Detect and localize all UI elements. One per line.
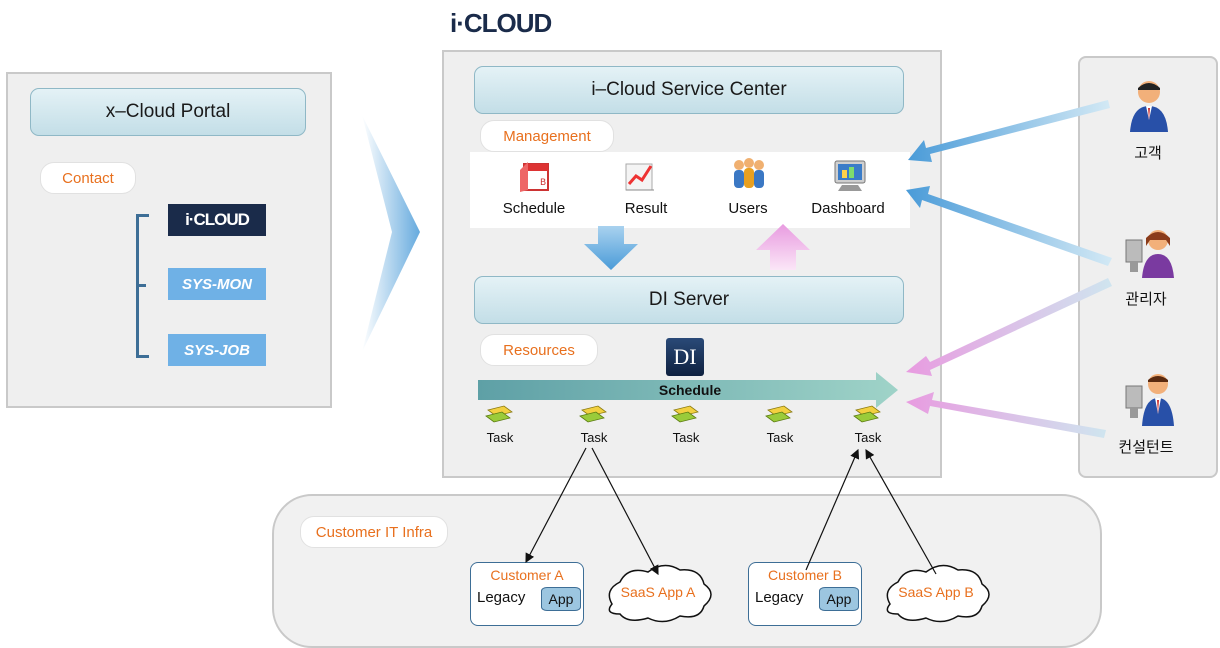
task-label: Task: [486, 430, 514, 445]
customer-b-box[interactable]: Customer B Legacy App: [748, 562, 862, 626]
consultant-to-schedule-arrow: [906, 392, 1106, 438]
module-result-label: Result: [624, 200, 668, 217]
task-label: Task: [580, 430, 608, 445]
customer-a-app-icon: App: [541, 587, 581, 611]
admin-to-center-arrow: [906, 186, 1112, 266]
saas-b-to-task5: [865, 448, 937, 575]
schedule-arrow: [478, 372, 898, 408]
customer-b-legacy: Legacy: [755, 589, 804, 606]
actor-arrows: [906, 100, 1112, 438]
task-label: Task: [854, 430, 882, 445]
infra-label: Customer IT Infra: [300, 516, 448, 548]
customer-a-box[interactable]: Customer A Legacy App: [470, 562, 584, 626]
customer-b-name: Customer B: [768, 567, 842, 583]
up-arrow: [756, 224, 810, 270]
service-center-title: i–Cloud Service Center: [474, 66, 904, 114]
portal-title: x–Cloud Portal: [30, 88, 306, 136]
saas-a-cloud-icon: [608, 564, 712, 623]
calendar-icon[interactable]: B: [518, 160, 550, 194]
saas-a-label: SaaS App A: [620, 584, 696, 600]
portal-to-center-chevron: [362, 115, 420, 352]
customer-b-app-icon: App: [819, 587, 859, 611]
monitor-icon[interactable]: [832, 158, 868, 194]
portal-item-icloud[interactable]: i·CLOUD: [168, 204, 266, 236]
di-logo-text: DI: [673, 344, 697, 369]
resources-pill[interactable]: Resources: [480, 334, 598, 366]
down-arrow: [584, 226, 638, 270]
saas-b-label: SaaS App B: [898, 584, 974, 600]
schedule-bar-graphic: [478, 372, 898, 408]
contact-pill[interactable]: Contact: [40, 162, 136, 194]
task-icon[interactable]: [578, 404, 608, 424]
brand-logo-text: i·CLOUD: [450, 8, 552, 38]
admin-person-icon: [1124, 226, 1178, 278]
portal-item-sysjob[interactable]: SYS-JOB: [168, 334, 266, 366]
customer-person-icon: [1126, 78, 1172, 134]
schedule-bar-label: Schedule: [658, 382, 722, 398]
task-icon[interactable]: [670, 404, 700, 424]
saas-clouds: [608, 564, 990, 623]
connector-graphics: [362, 115, 420, 352]
svg-text:B: B: [540, 178, 546, 188]
admin-to-schedule-arrow: [906, 278, 1112, 376]
management-pill[interactable]: Management: [480, 120, 614, 152]
module-dashboard-label: Dashboard: [811, 200, 885, 217]
task-label: Task: [766, 430, 794, 445]
module-users-label: Users: [728, 200, 768, 217]
task-icon[interactable]: [484, 404, 514, 424]
task-icon[interactable]: [764, 404, 794, 424]
section-arrows: [584, 224, 810, 270]
customer-to-center-arrow: [908, 100, 1110, 162]
users-icon[interactable]: [730, 156, 766, 194]
task-icon[interactable]: [852, 404, 882, 424]
task-connectors: [525, 447, 937, 576]
saas-b-cloud-icon: [886, 564, 990, 623]
customer-a-legacy: Legacy: [477, 589, 526, 606]
di-server-title: DI Server: [474, 276, 904, 324]
di-logo: DI: [666, 338, 704, 376]
module-schedule-label: Schedule: [502, 200, 566, 217]
task2-to-saas-a: [591, 447, 659, 576]
actor-admin-label: 관리자: [1125, 291, 1167, 308]
actor-customer-label: 고객: [1134, 145, 1162, 162]
brand-logo: i·CLOUD: [450, 8, 552, 39]
customer-b-to-task5: [805, 448, 860, 571]
task-label: Task: [672, 430, 700, 445]
center-panel: [442, 50, 942, 478]
bracket-tick: [136, 284, 146, 287]
portal-item-icloud-label: i·CLOUD: [185, 210, 250, 229]
consultant-person-icon: [1124, 370, 1178, 426]
customer-a-name: Customer A: [490, 567, 564, 583]
chart-icon[interactable]: [624, 160, 658, 194]
portal-item-sysmon[interactable]: SYS-MON: [168, 268, 266, 300]
actor-consultant-label: 컨설턴트: [1118, 439, 1174, 456]
task2-to-customer-a: [525, 447, 587, 564]
